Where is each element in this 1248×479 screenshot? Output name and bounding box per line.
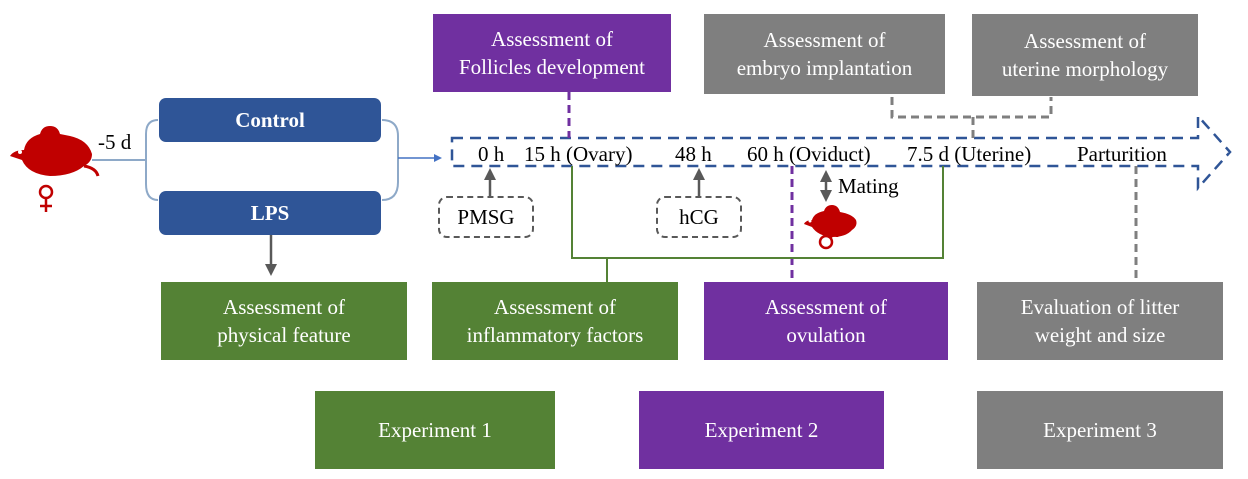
lps-group: LPS [159, 191, 381, 235]
physical-assessment: Assessment of physical feature [161, 282, 407, 360]
female-symbol-icon [38, 184, 54, 212]
hcg-injection: hCG [656, 196, 742, 238]
timeline-point: 60 h (Oviduct) [747, 142, 871, 166]
control-group: Control [159, 98, 381, 142]
timeline-point: Parturition [1077, 142, 1167, 166]
implantation-assessment: Assessment of embryo implantation [704, 14, 945, 94]
pretreatment-days-label: -5 d [98, 130, 132, 154]
timeline-point: 7.5 d (Uterine) [907, 142, 1032, 166]
experiment-2-label: Experiment 2 [639, 391, 884, 469]
follicles-assessment: Assessment of Follicles development [433, 14, 671, 92]
mating-label: Mating [838, 174, 899, 198]
rat-icon [10, 126, 100, 177]
inflammatory-bracket [571, 166, 944, 259]
timeline-point: 15 h (Ovary) [524, 142, 633, 166]
ovulation-assessment: Assessment of ovulation [704, 282, 948, 360]
male-symbol-icon [818, 229, 839, 250]
timeline-point: 0 h [478, 142, 505, 166]
litter-evaluation: Evaluation of litter weight and size [977, 282, 1223, 360]
inflammatory-assessment: Assessment of inflammatory factors [432, 282, 678, 360]
group-bracket [145, 119, 159, 201]
experiment-3-label: Experiment 3 [977, 391, 1223, 469]
implantation-bracket [890, 97, 1053, 119]
pmsg-injection: PMSG [438, 196, 534, 238]
group-bracket-right [381, 119, 399, 201]
timeline-point: 48 h [675, 142, 712, 166]
uterine-assessment: Assessment of uterine morphology [972, 14, 1198, 96]
rat-icon [804, 205, 857, 237]
experiment-1-label: Experiment 1 [315, 391, 555, 469]
